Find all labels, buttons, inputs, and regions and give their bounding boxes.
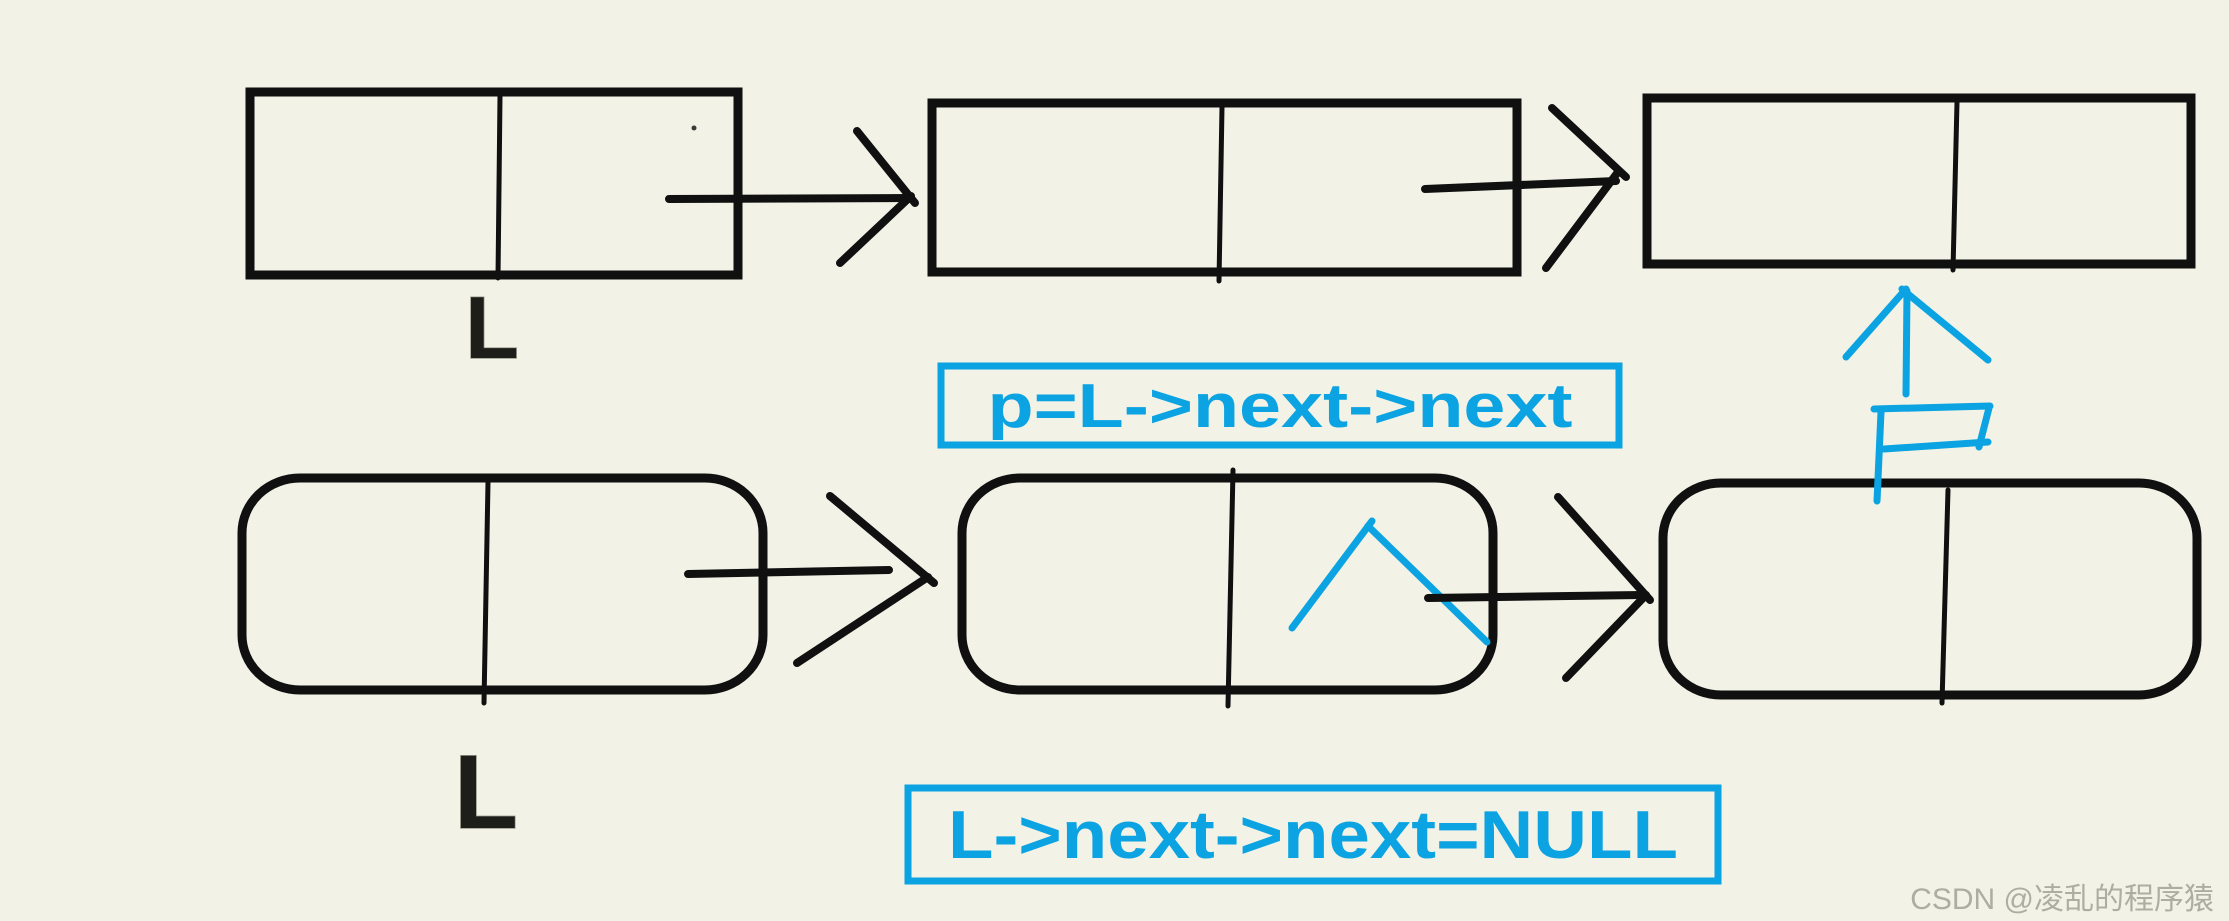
bottom-list-node-3: [1658, 478, 2202, 706]
node-divider: [1225, 467, 1236, 709]
top-list-node-1: [245, 87, 743, 281]
label-text: p=L->next->next: [988, 372, 1573, 441]
top-next-arrow-2: [1421, 104, 1630, 272]
watermark: CSDN @凌乱的程序猿: [1910, 883, 2214, 916]
arrow-shaft: [1421, 177, 1620, 193]
node-divider: [481, 479, 491, 706]
arrow-head-lower: [836, 192, 915, 267]
broken-link-caret-mark: [1288, 517, 1491, 646]
arrow-head-right: [1898, 285, 1992, 364]
label-text: L->next->next=NULL: [948, 797, 1678, 873]
node-box: [237, 473, 768, 695]
arrow-head-upper: [826, 492, 938, 587]
p-flag-symbol: [1870, 402, 1994, 505]
flag-pole: [1873, 408, 1885, 505]
ink-speck: [691, 125, 697, 131]
bottom-list-head-label: L: [454, 734, 518, 851]
arrow-head-left: [1842, 285, 1910, 361]
flag-bottom-edge: [1880, 438, 1992, 453]
node-box: [1642, 93, 2196, 269]
arrow-shaft: [665, 194, 913, 203]
label-border: [904, 784, 1722, 885]
node-divider: [495, 93, 503, 281]
arrow-head-lower: [793, 573, 932, 667]
caret-right-stroke: [1364, 522, 1491, 646]
bottom-list-node-2: [957, 467, 1498, 709]
node-divider: [1216, 104, 1225, 284]
bottom-linked-list: L: [237, 467, 2202, 852]
node-box: [1658, 478, 2202, 700]
top-next-arrow-1: [665, 127, 919, 267]
top-linked-list: L: [245, 87, 2196, 378]
arrow-head-lower: [1562, 591, 1650, 682]
arrow-head-upper: [1554, 493, 1654, 604]
flag-top-edge: [1870, 402, 1994, 413]
null-assignment-label: L->next->next=NULL: [904, 784, 1722, 885]
label-border: [937, 362, 1623, 449]
bottom-next-arrow-1: [684, 492, 938, 667]
arrow-head-lower: [1542, 168, 1622, 272]
node-box: [245, 87, 743, 280]
arrow-head-upper: [1548, 104, 1630, 181]
caret-left-stroke: [1288, 517, 1376, 632]
arrow-shaft: [684, 566, 893, 578]
arrow-stem: [1902, 287, 1911, 398]
node-divider: [1939, 487, 1951, 706]
p-assignment-label: p=L->next->next: [937, 362, 1623, 449]
arrow-shaft: [1424, 591, 1645, 602]
p-pointer-up-arrow: [1842, 285, 1992, 398]
top-list-node-3: [1642, 93, 2196, 273]
top-list-head-label: L: [465, 278, 519, 377]
arrow-head-upper: [853, 127, 919, 207]
bottom-list-node-1: [237, 473, 768, 706]
bottom-next-arrow-2: [1424, 493, 1654, 682]
node-divider: [1950, 99, 1960, 273]
